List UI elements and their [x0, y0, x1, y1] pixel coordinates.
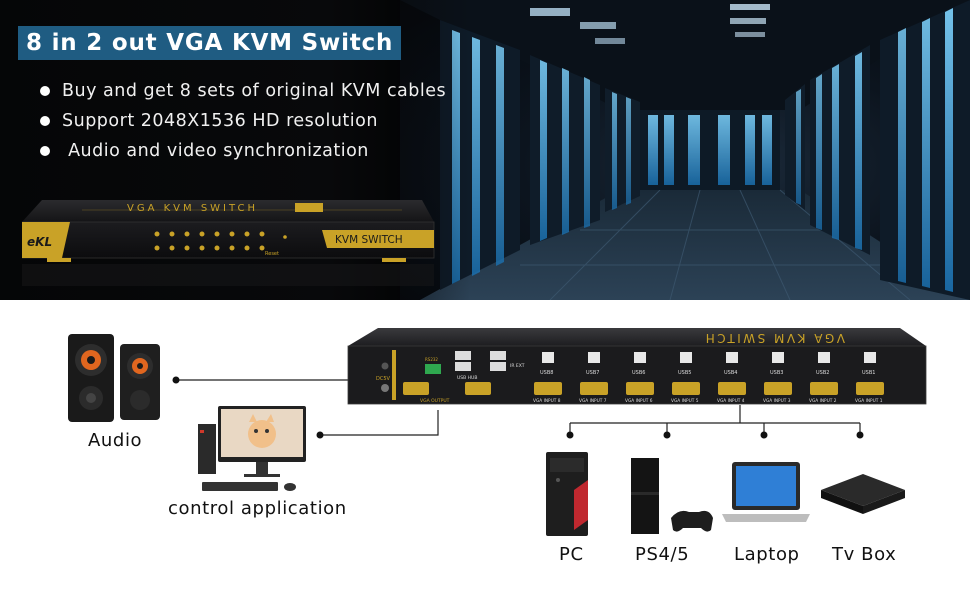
usb-port — [818, 352, 830, 363]
feature-text: Audio and video synchronization — [62, 141, 369, 161]
connection-diagram: VGA KVM SWITCH DC5V RS232 USB HUB IR EXT… — [0, 300, 970, 600]
usb-port — [542, 352, 554, 363]
kvm-switch-product-front: VGA KVM SWITCH eKL Reset KVM SWITCH — [22, 200, 435, 286]
dc-label: DC5V — [376, 376, 391, 382]
usb-port — [726, 352, 738, 363]
feature-text: Buy and get 8 sets of original KVM cable… — [62, 81, 447, 101]
feature-list: Buy and get 8 sets of original KVM cable… — [40, 76, 446, 166]
laptop-image — [722, 462, 810, 522]
vga-input-label: VGA INPUT 8 — [533, 398, 561, 404]
usb-port-label: USB5 — [678, 370, 691, 376]
pc-tower-image — [546, 452, 588, 536]
usb-port-label: USB7 — [586, 370, 599, 376]
vga-input-label: VGA INPUT 6 — [625, 398, 653, 404]
rs232-label: RS232 — [425, 357, 438, 362]
rear-top-label: VGA KVM SWITCH — [703, 331, 845, 345]
vga-input-port — [580, 382, 608, 395]
usb-port-label: USB6 — [632, 370, 645, 376]
reset-label: Reset — [265, 251, 279, 257]
pc-label: PC — [559, 544, 584, 565]
vga-input-label: VGA INPUT 5 — [671, 398, 699, 404]
vga-input-port — [626, 382, 654, 395]
audio-label: Audio — [88, 430, 143, 451]
tv-box-label: Tv Box — [832, 544, 897, 565]
vga-input-label: VGA INPUT 2 — [809, 398, 837, 404]
usb-port-label: USB8 — [540, 370, 553, 376]
vga-input-label: VGA INPUT 1 — [855, 398, 883, 404]
usb-port — [680, 352, 692, 363]
usb-port-label: USB3 — [770, 370, 783, 376]
usb-port — [588, 352, 600, 363]
vga-input-label: VGA INPUT 3 — [763, 398, 791, 404]
vga-input-port — [810, 382, 838, 395]
tv-box-image — [821, 474, 905, 514]
feature-item: Buy and get 8 sets of original KVM cable… — [40, 76, 446, 106]
vga-input-port — [672, 382, 700, 395]
feature-text: Support 2048X1536 HD resolution — [62, 111, 378, 131]
usb-port-label: USB4 — [724, 370, 737, 376]
vga-input-port — [718, 382, 746, 395]
game-console-image — [631, 458, 713, 534]
bullet-icon — [40, 86, 50, 96]
control-application-label: control application — [168, 498, 347, 519]
usb-port-label: USB1 — [862, 370, 875, 376]
bullet-icon — [40, 146, 50, 156]
vga-input-port — [764, 382, 792, 395]
banner-title: 8 in 2 out VGA KVM Switch — [18, 26, 402, 60]
desktop-computer-image — [198, 406, 306, 491]
speakers-image — [68, 334, 160, 422]
usb-port — [864, 352, 876, 363]
laptop-label: Laptop — [734, 544, 800, 565]
datacenter-background — [400, 0, 970, 300]
server-racks-illustration — [400, 0, 970, 300]
ir-ext-label: IR EXT — [510, 363, 525, 369]
usb-port-label: USB2 — [816, 370, 829, 376]
vga-input-port — [856, 382, 884, 395]
kvm-switch-rear-panel: VGA KVM SWITCH DC5V RS232 USB HUB IR EXT… — [347, 328, 927, 405]
usb-port — [772, 352, 784, 363]
vga-output-label: VGA OUTPUT — [420, 398, 450, 404]
usb-hub-label: USB HUB — [457, 375, 477, 381]
vga-input-port — [534, 382, 562, 395]
device-top-label: VGA KVM SWITCH — [127, 203, 258, 214]
usb-port — [634, 352, 646, 363]
hero-banner: 8 in 2 out VGA KVM Switch Buy and get 8 … — [0, 0, 970, 300]
brand-logo: eKL — [27, 235, 52, 249]
ps4-5-label: PS4/5 — [635, 544, 690, 565]
vga-input-label: VGA INPUT 4 — [717, 398, 745, 404]
bullet-icon — [40, 116, 50, 126]
feature-item: Support 2048X1536 HD resolution — [40, 106, 446, 136]
feature-item: Audio and video synchronization — [40, 136, 446, 166]
vga-input-label: VGA INPUT 7 — [579, 398, 607, 404]
device-front-label: KVM SWITCH — [335, 234, 403, 246]
